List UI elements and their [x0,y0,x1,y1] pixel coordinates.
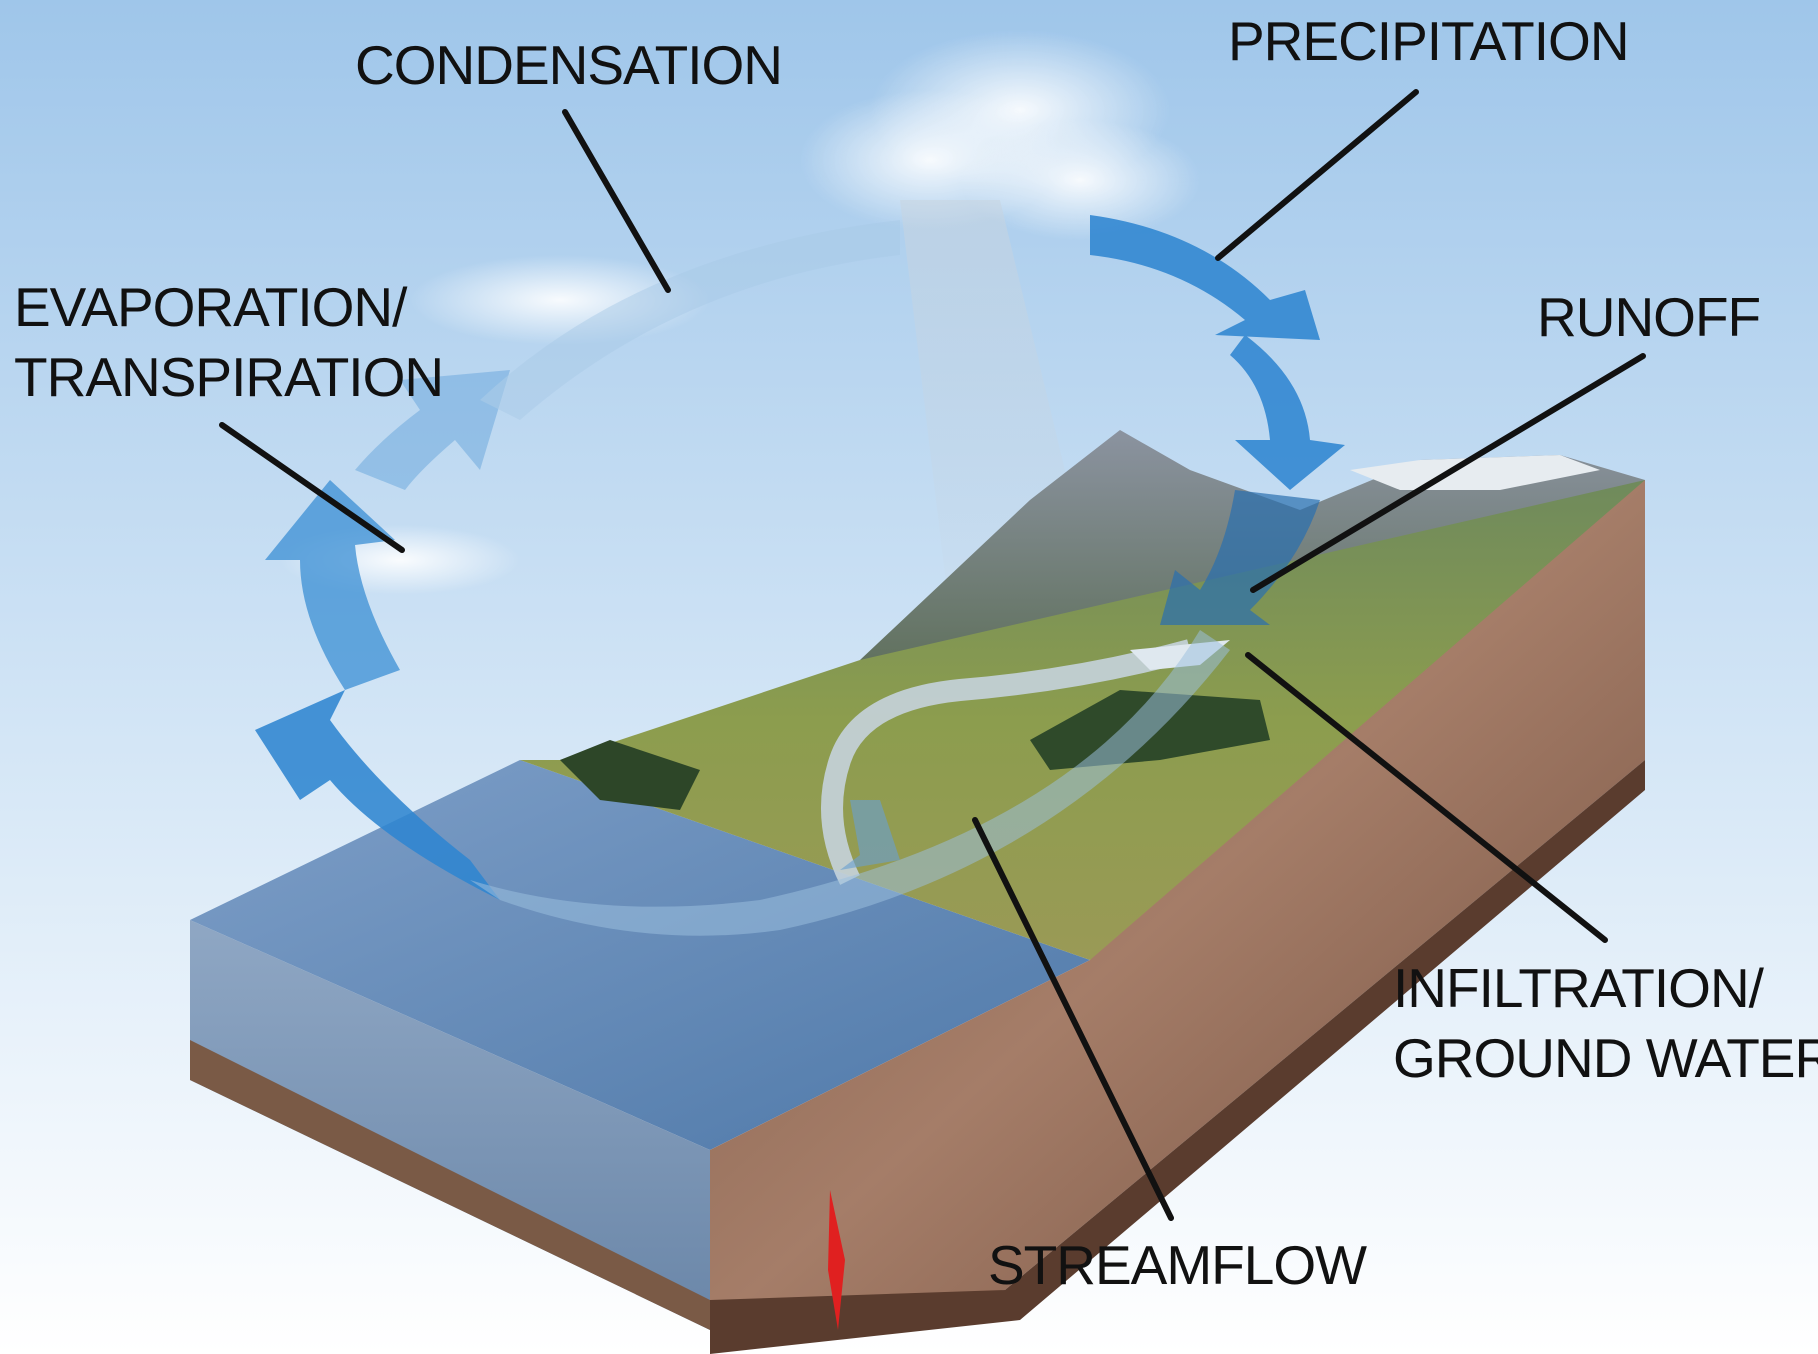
runoff-leader [1250,353,1646,593]
ocean-front [190,920,710,1330]
leader-lines [219,89,1646,1221]
condensation-label: CONDENSATION [355,34,783,96]
streamflow-leader [972,817,1174,1221]
precipitation-leader [1215,89,1419,261]
ocean-floor-strip [190,1040,710,1330]
evaporation-line: EVAPORATION/ [14,276,407,338]
runoff-arrow [1160,490,1320,625]
evaporation-arrow-2 [265,480,400,690]
streamflow-label: STREAMFLOW [988,1234,1367,1296]
infiltration-line: INFILTRATION/ [1393,957,1764,1019]
condensation-arc [480,220,900,420]
evaporation-leader [219,422,405,553]
precipitation-arrow-2 [1230,335,1345,490]
streamflow-arrow [840,800,900,870]
snow-caps [1350,455,1600,490]
ground-water-line: GROUND WATER [1393,1027,1818,1089]
cycle-arrows [255,215,1345,936]
volcano-lava [828,1190,845,1330]
ocean-surface [190,760,1090,1150]
forest-left [560,740,700,810]
land-block [520,430,1645,1354]
runoff-label: RUNOFF [1537,286,1761,348]
condensation-leader [562,109,671,293]
precipitation-arrow-1 [1090,215,1320,340]
ocean-block [190,760,1090,1330]
transpiration-line: TRANSPIRATION [14,346,444,408]
river [821,639,1193,885]
precipitation-label: PRECIPITATION [1228,10,1630,72]
infiltration-leader [1245,652,1608,943]
evaporation-arrow-3 [355,370,510,490]
cliff-face [710,480,1645,1330]
infiltration-ground-water-label: INFILTRATION/ GROUND WATER [1393,953,1818,1093]
streamflow-arc [470,630,1230,936]
evaporation-arrow-1 [255,690,500,900]
evaporation-transpiration-label: EVAPORATION/ TRANSPIRATION [14,272,444,412]
